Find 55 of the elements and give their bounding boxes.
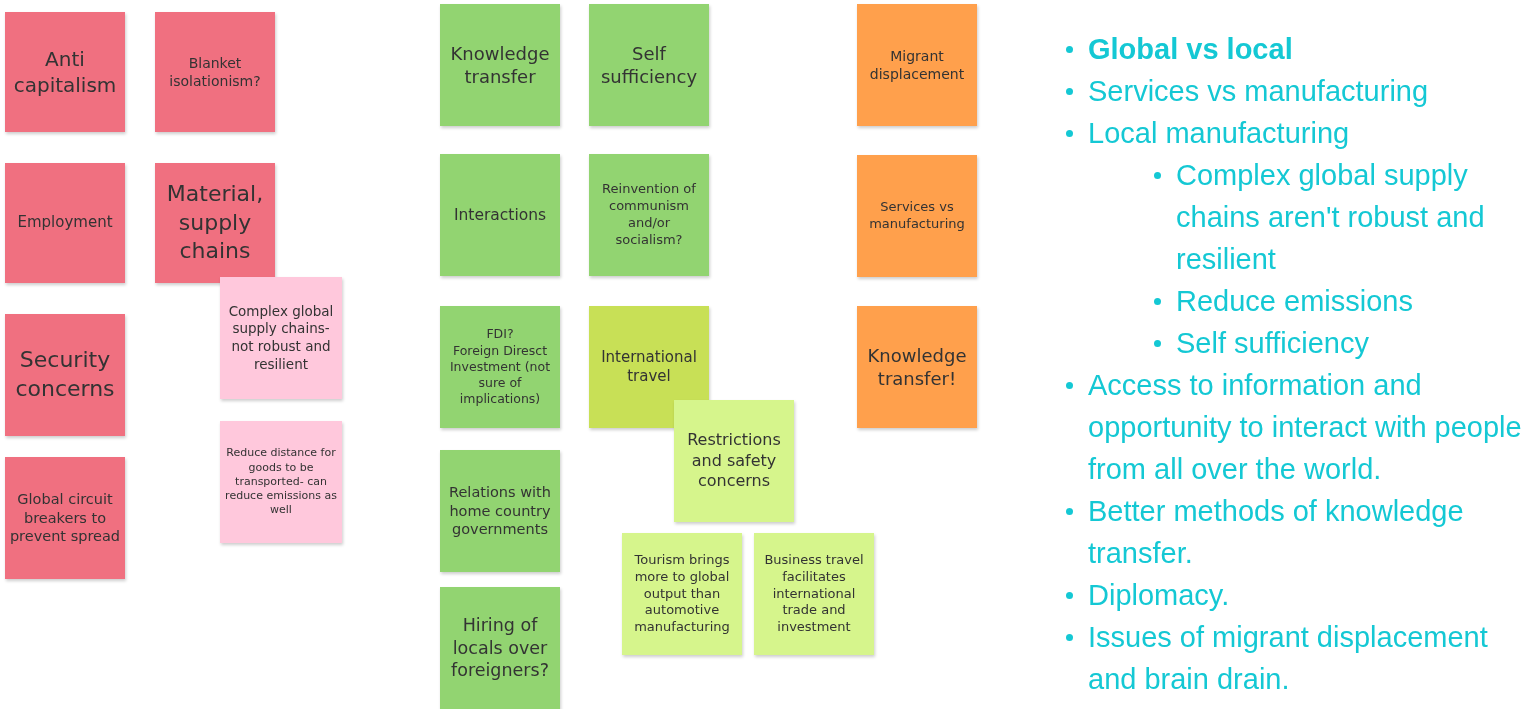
sticky-note [622,533,742,655]
note-text: International travel [600,347,698,387]
list-item-text: Self sufficiency [1176,327,1369,359]
sticky-note [440,154,560,276]
note-text: FDI? [486,326,514,343]
note-text: Hiring of locals over foreigners? [450,613,550,683]
note-text: Security concerns [14,346,116,403]
list-item-text: Issues of migrant displacement and brain drain. [1088,621,1488,695]
sticky-note [857,4,977,126]
note-text: Global circuit breakers to prevent spread [9,489,121,547]
note-text: Interactions [453,204,547,226]
list-item-text: Complex global supply chains aren't robust and resilient [1176,159,1485,275]
note-text: Tourism brings more to global output than automotive manufacturing [633,551,731,637]
sticky-note [589,154,709,276]
sticky-note [857,306,977,428]
sticky-note [440,306,560,428]
list-item-text: Reduce emissions [1176,285,1413,317]
sticky-note [674,400,794,522]
note-text: Employment [17,213,113,233]
list-item-text: Diplomacy. [1088,579,1230,611]
note-text: Services vs manufacturing [868,199,966,233]
list-heading: Global vs local [1088,33,1293,65]
sticky-note [5,457,125,579]
sticky-note [589,4,709,126]
note-text: Blanket isolationism? [168,53,262,91]
sticky-note [220,277,342,399]
note-text: Anti capitalism [12,46,118,98]
note-text: Knowledge transfer [449,41,551,89]
sticky-note [440,587,560,709]
list-item-text: Services vs manufacturing [1088,75,1429,107]
note-text: Reduce distance for goods to be transported- can reduce emissions as well [224,446,338,518]
sticky-note [754,533,874,655]
sticky-note [220,421,342,543]
note-text: Foreign Diresct Investment (not sure of implications) [448,342,552,408]
list-item-text: Access to information and opportunity to interact with people from all over the world. [1088,369,1522,485]
sticky-note [5,12,125,132]
note-text: Complex global supply chains- not robust and resilient [227,302,335,374]
list-item-text: Better methods of knowledge transfer. [1088,495,1464,569]
sticky-note [155,163,275,283]
sticky-note [155,12,275,132]
note-text: Migrant displacement [868,46,966,84]
sticky-note [857,155,977,277]
note-text: Relations with home country governments [448,482,552,540]
note-text: Business travel facilitates international trade and investment [763,551,865,637]
note-text: Reinvention of communism and/or socialism? [601,181,697,249]
sticky-note [440,450,560,572]
sticky-note [589,306,709,428]
list-item-text: Local manufacturing [1088,117,1350,149]
note-text: Material, supply chains [165,180,265,266]
sticky-note [440,4,560,126]
note-text: Self sufficiency [599,41,699,89]
note-text: Knowledge transfer! [866,343,968,391]
note-text: Restrictions and safety concerns [686,429,782,493]
sticky-note [5,314,125,436]
sticky-note [5,163,125,283]
